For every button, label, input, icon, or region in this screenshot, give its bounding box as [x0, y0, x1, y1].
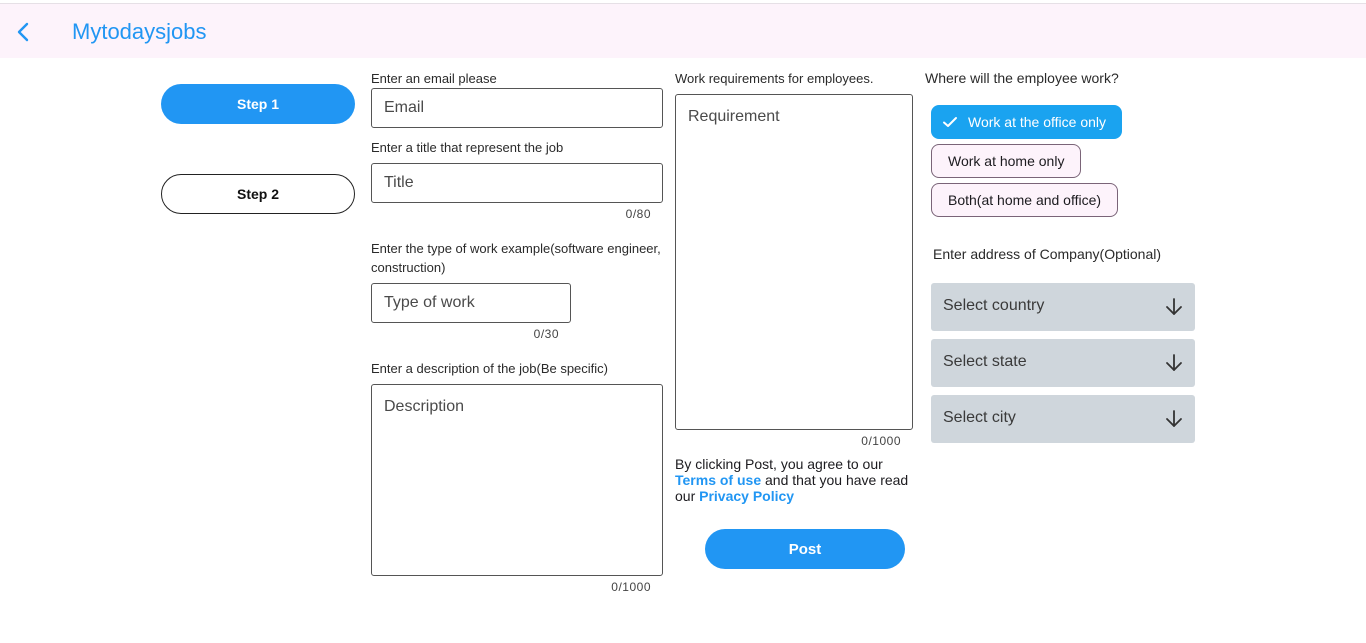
requirement-field[interactable]: Requirement	[675, 94, 913, 430]
type-of-work-counter: 0/30	[533, 327, 559, 341]
chip-home-only[interactable]: Work at home only	[931, 144, 1082, 178]
description-placeholder: Description	[384, 398, 465, 415]
title-field[interactable]: Title	[371, 163, 663, 203]
privacy-policy-link[interactable]: Privacy Policy	[699, 488, 795, 504]
app-bar: Mytodaysjobs	[0, 3, 1366, 58]
description-label: Enter a description of the job(Be specif…	[371, 361, 609, 376]
legal-middle: and that you have read our	[675, 472, 909, 504]
requirement-placeholder: Requirement	[688, 108, 780, 125]
back-button[interactable]	[8, 16, 38, 46]
chip-home-only-label: Work at home only	[948, 153, 1065, 169]
address-label: Enter address of Company(Optional)	[933, 246, 1161, 262]
chip-both[interactable]: Both(at home and office)	[931, 183, 1119, 217]
arrow-down-icon	[1166, 354, 1182, 371]
legal-prefix: By clicking Post, you agree to our	[675, 456, 883, 472]
city-select[interactable]: Select city	[931, 395, 1195, 443]
email-field[interactable]: Email	[371, 88, 663, 128]
arrow-down-icon	[1166, 410, 1182, 427]
title-counter: 0/80	[625, 207, 651, 221]
type-of-work-label: Enter the type of work example(software …	[371, 241, 661, 275]
work-location-question: Where will the employee work?	[925, 70, 1119, 86]
title-placeholder: Title	[384, 174, 414, 191]
country-select[interactable]: Select country	[931, 283, 1195, 331]
post-button[interactable]: Post	[705, 529, 905, 569]
title-label: Enter a title that represent the job	[371, 140, 564, 155]
description-field[interactable]: Description	[371, 384, 663, 576]
email-label: Enter an email please	[371, 71, 497, 86]
chevron-left-icon	[17, 22, 29, 42]
type-of-work-placeholder: Type of work	[384, 294, 475, 311]
type-of-work-field[interactable]: Type of work	[371, 283, 571, 323]
step-1-button[interactable]: Step 1	[161, 84, 355, 124]
chip-office-only-label: Work at the office only	[968, 114, 1106, 130]
chip-office-only[interactable]: Work at the office only	[931, 105, 1122, 139]
country-select-text: Select country	[943, 297, 1045, 314]
check-icon	[943, 117, 957, 127]
step-2-button[interactable]: Step 2	[161, 174, 355, 214]
requirement-counter: 0/1000	[861, 434, 901, 448]
description-counter: 0/1000	[611, 580, 651, 594]
city-select-text: Select city	[943, 409, 1016, 426]
terms-of-use-link[interactable]: Terms of use	[675, 472, 762, 488]
state-select-text: Select state	[943, 353, 1027, 370]
email-placeholder: Email	[384, 99, 425, 116]
requirement-label: Work requirements for employees.	[675, 71, 874, 86]
arrow-down-icon	[1166, 298, 1182, 315]
chip-both-label: Both(at home and office)	[948, 192, 1102, 208]
state-select[interactable]: Select state	[931, 339, 1195, 387]
legal-notice: By clicking Post, you agree to our Terms…	[675, 456, 915, 504]
app-title: Mytodaysjobs	[72, 19, 207, 44]
